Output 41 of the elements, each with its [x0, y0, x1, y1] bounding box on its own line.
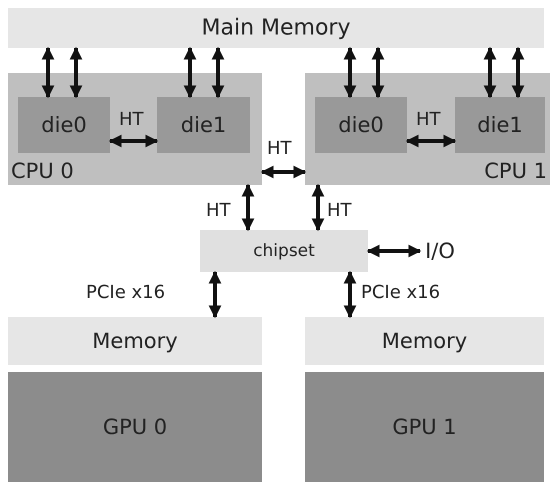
node-label: die0: [338, 113, 384, 137]
gpu-box: [8, 372, 262, 482]
node-label: CPU 1: [484, 159, 547, 183]
io-label: I/O: [425, 239, 455, 263]
double-arrow: [484, 46, 496, 98]
double-arrow: [242, 184, 254, 232]
processor-box: [305, 73, 550, 185]
chipset-box: [200, 230, 368, 272]
double-arrow: [312, 184, 324, 232]
node-label: Main Memory: [202, 16, 350, 40]
processor-box: [8, 73, 262, 185]
node-label: die1: [180, 113, 226, 137]
double-arrow: [512, 46, 524, 98]
node-label: chipset: [253, 241, 315, 261]
die-box: [18, 97, 110, 153]
memory-box: [305, 317, 544, 365]
double-arrow: [406, 134, 456, 148]
double-arrow: [344, 46, 356, 98]
node-label: GPU 0: [102, 415, 168, 439]
double-arrow: [260, 166, 306, 178]
double-arrow: [70, 46, 82, 98]
node-label: die1: [477, 113, 523, 137]
double-arrow: [108, 134, 158, 148]
node-label: die0: [41, 113, 87, 137]
die-box: [157, 97, 250, 153]
memory-box: [8, 8, 544, 48]
node-label: GPU 1: [392, 415, 457, 439]
node-label: Memory: [92, 329, 178, 353]
double-arrow: [366, 244, 422, 258]
node-label: Memory: [382, 329, 468, 353]
die-box: [455, 97, 545, 153]
double-arrow: [42, 46, 54, 98]
double-arrow: [372, 46, 384, 98]
double-arrow: [208, 270, 222, 318]
double-arrow: [212, 46, 224, 98]
node-label: CPU 0: [11, 159, 74, 183]
memory-box: [8, 317, 262, 365]
gpu-box: [305, 372, 544, 482]
double-arrow: [344, 270, 356, 318]
double-arrow: [184, 46, 196, 98]
die-box: [315, 97, 407, 153]
